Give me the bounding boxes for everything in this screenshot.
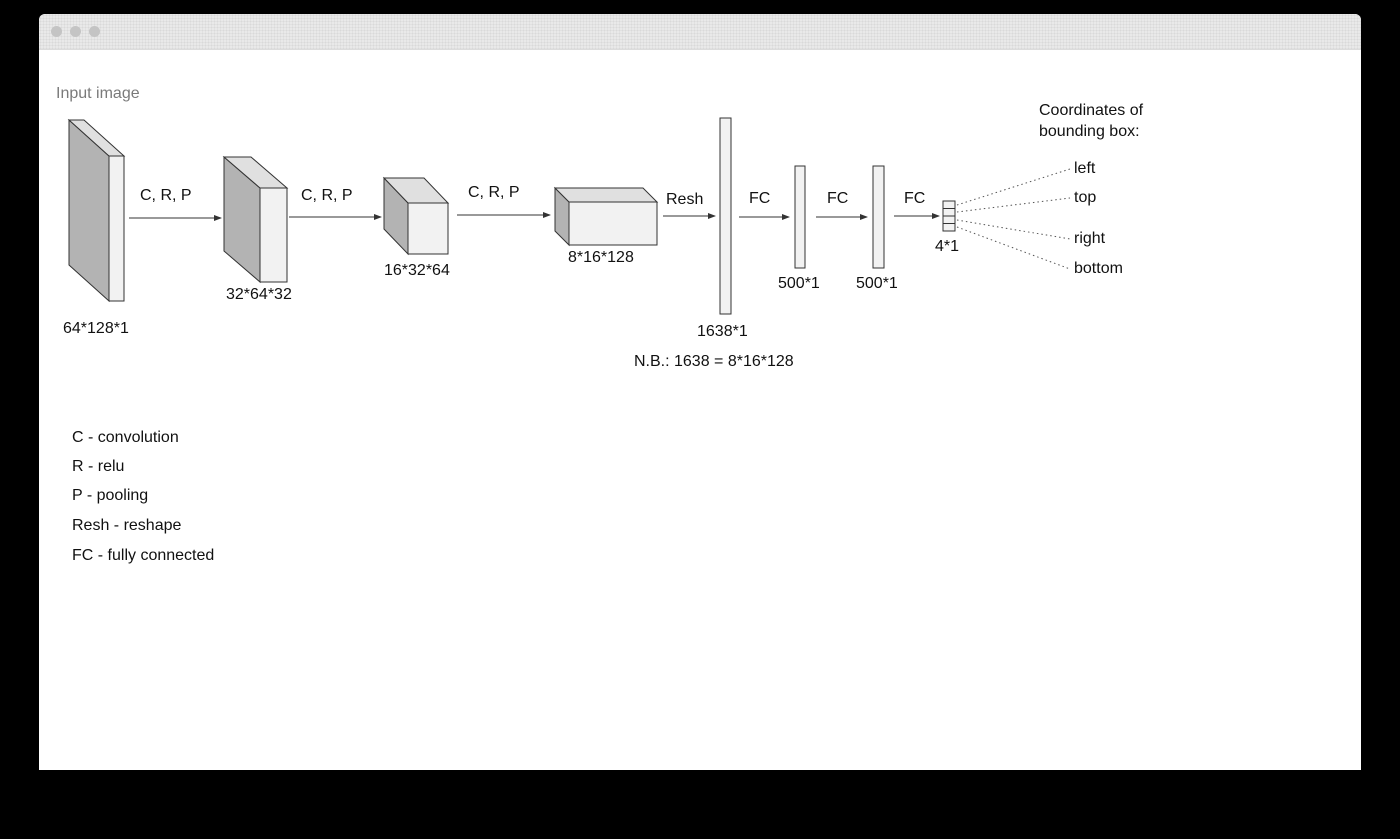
op-3-label: C, R, P <box>468 184 520 201</box>
legend-item: FC - fully connected <box>72 547 214 564</box>
input-block <box>67 118 126 303</box>
legend-item: Resh - reshape <box>72 517 181 534</box>
op-2-label: C, R, P <box>301 187 353 204</box>
maximize-window-button[interactable] <box>89 26 100 37</box>
conv1-block <box>222 155 289 284</box>
legend-item: P - pooling <box>72 487 148 504</box>
flatten-layer <box>719 117 732 315</box>
op-6-label: FC <box>827 190 848 207</box>
output-title-line-1: Coordinates of <box>1039 102 1144 119</box>
fc2-layer <box>872 165 885 269</box>
flatten-dim-label: 1638*1 <box>697 323 748 340</box>
legend: C - convolution R - relu P - pooling Res… <box>72 429 214 564</box>
conv2-block <box>382 176 450 256</box>
input-image-label: Input image <box>56 85 140 102</box>
output-bottom-label: bottom <box>1074 260 1123 277</box>
legend-item: C - convolution <box>72 429 179 446</box>
legend-item: R - relu <box>72 458 124 475</box>
app-window: Input image 64*128*1 C, R, P 32*64*32 C,… <box>39 14 1361 770</box>
fc1-dim-label: 500*1 <box>778 275 820 292</box>
output-left-label: left <box>1074 160 1096 177</box>
output-right-label: right <box>1074 230 1106 247</box>
output-connectors <box>956 168 1071 270</box>
output-title-line-2: bounding box: <box>1039 123 1140 140</box>
note-label: N.B.: 1638 = 8*16*128 <box>634 353 794 370</box>
conv3-dim-label: 8*16*128 <box>568 249 634 266</box>
output-dim-label: 4*1 <box>935 238 959 255</box>
conv1-dim-label: 32*64*32 <box>226 286 292 303</box>
op-4-label: Resh <box>666 191 703 208</box>
minimize-window-button[interactable] <box>70 26 81 37</box>
conv2-dim-label: 16*32*64 <box>384 262 450 279</box>
conv3-block <box>553 186 659 247</box>
window-titlebar <box>39 14 1361 50</box>
op-1-label: C, R, P <box>140 187 192 204</box>
close-window-button[interactable] <box>51 26 62 37</box>
output-top-label: top <box>1074 189 1096 206</box>
output-layer <box>942 200 956 232</box>
fc1-layer <box>794 165 806 269</box>
input-dim-label: 64*128*1 <box>63 320 129 337</box>
op-7-label: FC <box>904 190 925 207</box>
cnn-architecture-diagram: Input image 64*128*1 C, R, P 32*64*32 C,… <box>56 85 1144 564</box>
op-5-label: FC <box>749 190 770 207</box>
fc2-dim-label: 500*1 <box>856 275 898 292</box>
